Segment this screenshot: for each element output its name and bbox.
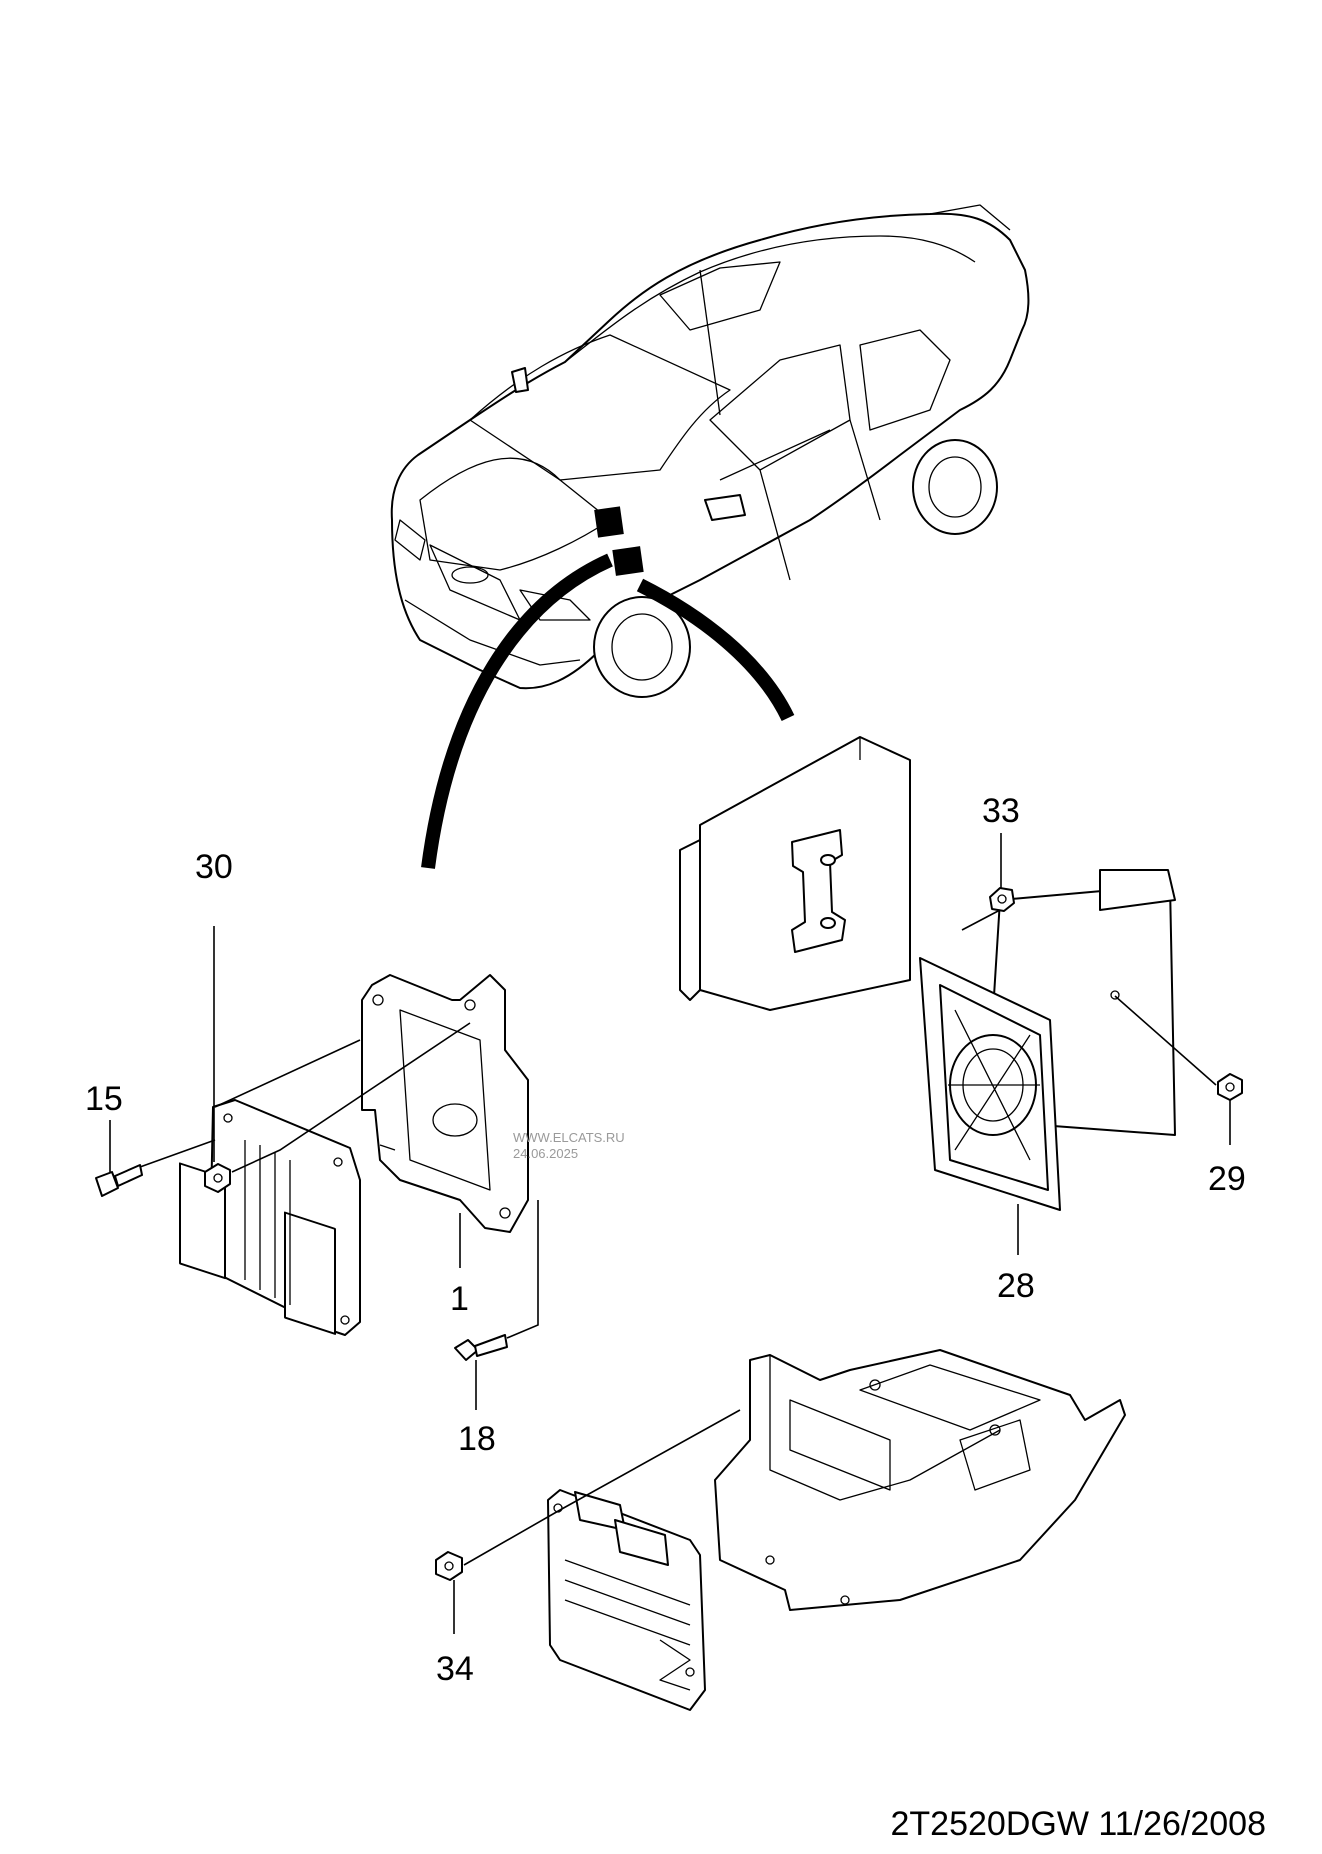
ecu-1 <box>179 1099 361 1336</box>
watermark-line-2: 24.06.2025 <box>513 1146 578 1161</box>
ecu-module-right <box>679 736 911 1011</box>
location-marker-upper <box>594 506 624 538</box>
bolt-15 <box>95 1164 143 1197</box>
nut-30 <box>204 1163 231 1193</box>
watermark-line-1: WWW.ELCATS.RU <box>513 1130 625 1145</box>
location-marker-lower <box>612 546 644 576</box>
nut-34 <box>435 1551 463 1581</box>
nut-29 <box>1217 1073 1243 1101</box>
ecu-lower <box>547 1489 706 1711</box>
tray-bracket <box>714 1349 1126 1611</box>
drawing-code: 2T2520DGW 11/26/2008 <box>891 1805 1267 1843</box>
callout-15: 15 <box>85 1080 123 1118</box>
callout-29: 29 <box>1208 1160 1246 1198</box>
callout-33: 33 <box>982 792 1020 830</box>
callout-28: 28 <box>997 1267 1035 1305</box>
bolt-18 <box>454 1334 508 1361</box>
bracket-28 <box>919 869 1176 1211</box>
callout-34: 34 <box>436 1650 474 1688</box>
arc-to-right-group <box>636 578 795 722</box>
callout-18: 18 <box>458 1420 496 1458</box>
mounting-bracket-1 <box>361 974 529 1233</box>
callout-30: 30 <box>195 848 233 886</box>
nut-33 <box>989 887 1015 912</box>
arc-to-left-group <box>421 553 613 869</box>
callout-1: 1 <box>450 1280 469 1318</box>
